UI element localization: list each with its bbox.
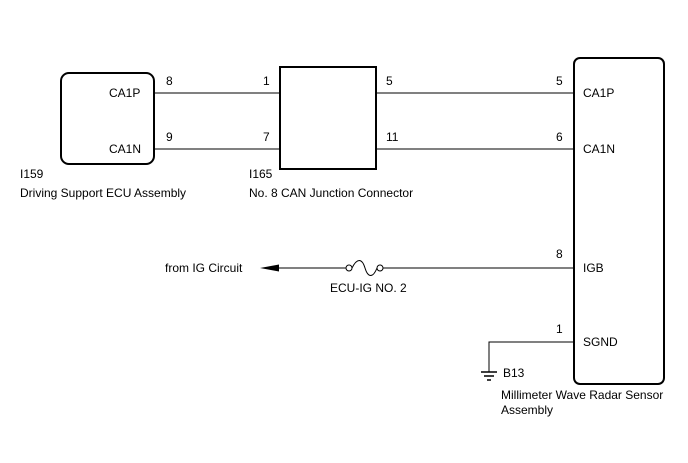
junction-name: No. 8 CAN Junction Connector [249, 186, 413, 200]
ecu-name: Driving Support ECU Assembly [20, 186, 186, 200]
sensor-name-line1: Millimeter Wave Radar Sensor [501, 388, 663, 402]
junction-connector-box [279, 66, 377, 170]
junction-pin-1: 1 [263, 74, 270, 88]
sensor-pin-number-6: 6 [556, 130, 563, 144]
sensor-pin-signal-ca1n: CA1N [583, 142, 615, 156]
ecu-box [60, 72, 155, 165]
ig-circuit-label: from IG Circuit [165, 261, 243, 275]
ecu-connector-code: I159 [20, 167, 44, 181]
fuse-label: ECU-IG NO. 2 [330, 281, 407, 295]
ecu-pin-signal-ca1p: CA1P [109, 86, 140, 100]
junction-connector-code: I165 [249, 167, 273, 181]
sensor-box [573, 57, 665, 385]
sensor-pin-number-8: 8 [556, 247, 563, 261]
sensor-pin-number-1: 1 [556, 322, 563, 336]
ecu-pin-number-8: 8 [166, 74, 173, 88]
sensor-pin-number-5: 5 [556, 74, 563, 88]
junction-pin-11: 11 [386, 130, 399, 144]
fuse-icon [351, 260, 378, 276]
sensor-connector-code: B13 [503, 366, 525, 380]
junction-pin-7: 7 [263, 130, 270, 144]
sensor-pin-signal-sgnd: SGND [583, 335, 618, 349]
ecu-pin-number-9: 9 [166, 130, 173, 144]
ig-arrow-icon [260, 264, 279, 272]
sensor-pin-signal-ca1p: CA1P [583, 86, 614, 100]
wire-sgnd-ground [488, 341, 574, 372]
sensor-name-line2: Assembly [501, 403, 553, 417]
sensor-pin-signal-igb: IGB [583, 261, 604, 275]
ecu-pin-signal-ca1n: CA1N [109, 142, 141, 156]
fuse-terminal-left [345, 264, 353, 272]
junction-pin-5: 5 [386, 74, 393, 88]
fuse-terminal-right [376, 264, 384, 272]
